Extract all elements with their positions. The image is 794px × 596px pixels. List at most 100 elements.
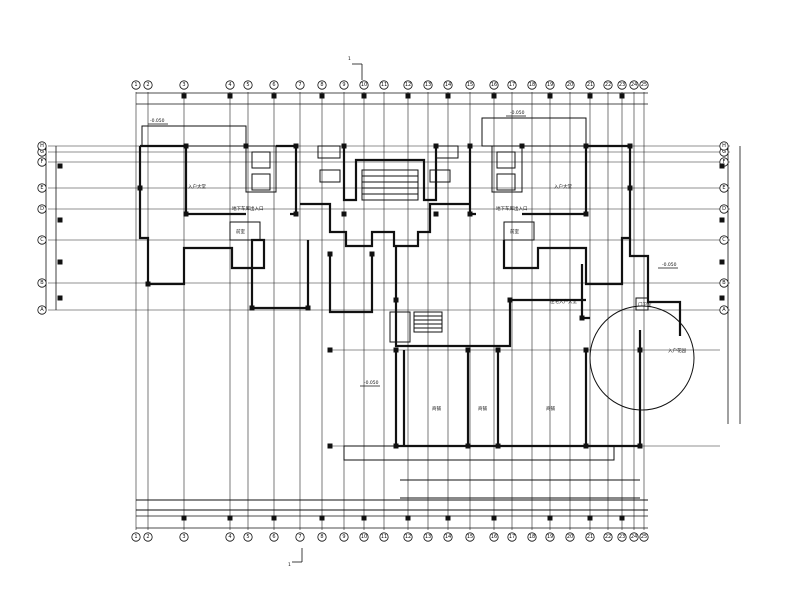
- room-label: 前室: [236, 228, 245, 235]
- column: [57, 295, 63, 301]
- level-mark: -0.050: [150, 118, 165, 124]
- column: [393, 443, 399, 449]
- axis-label: H: [40, 143, 44, 149]
- axis-label: 21: [587, 534, 593, 540]
- column: [319, 93, 325, 99]
- column: [637, 347, 643, 353]
- column: [137, 185, 143, 191]
- axis-label: 9: [342, 82, 345, 88]
- axis-label: 19: [547, 82, 553, 88]
- axis-bubble: 13: [423, 532, 433, 542]
- column: [271, 93, 277, 99]
- axis-bubble: 9: [339, 80, 349, 90]
- column: [495, 443, 501, 449]
- axis-bubble: 20: [565, 80, 575, 90]
- axis-bubble: 3: [179, 532, 189, 542]
- column: [491, 515, 497, 521]
- column: [547, 93, 553, 99]
- axis-bubble: 25: [639, 80, 649, 90]
- axis-label: B: [722, 280, 726, 286]
- column: [719, 217, 725, 223]
- room-label: 前室: [510, 228, 519, 235]
- axis-label: 5: [246, 534, 249, 540]
- axis-bubble: 3: [179, 80, 189, 90]
- axis-label: 13: [425, 82, 431, 88]
- axis-bubble: F: [37, 157, 47, 167]
- axis-bubble: 25: [639, 532, 649, 542]
- room-label: 商铺: [546, 405, 555, 412]
- room-label: 入户花园: [668, 347, 686, 354]
- level-mark: -0.050: [364, 380, 379, 386]
- axis-label: 2: [146, 534, 149, 540]
- axis-label: 1: [134, 82, 137, 88]
- axis-label: 11: [381, 82, 387, 88]
- axis-label: 10: [361, 82, 367, 88]
- axis-bubble: 17: [507, 80, 517, 90]
- axis-label: 7: [298, 82, 301, 88]
- axis-bubble: 22: [603, 532, 613, 542]
- axis-bubble: 14: [443, 532, 453, 542]
- level-marks: -0.050 -0.050 -0.050 -0.050: [148, 110, 678, 387]
- axis-bubble: B: [37, 278, 47, 288]
- structural-columns: [57, 93, 725, 521]
- column: [627, 185, 633, 191]
- axis-bubble: 15: [465, 532, 475, 542]
- axis-label: 23: [619, 534, 625, 540]
- column: [393, 347, 399, 353]
- axis-label: A: [722, 307, 726, 313]
- axis-bubble: 18: [527, 80, 537, 90]
- section-cut-top: 1: [348, 56, 363, 80]
- axis-label: E: [722, 185, 725, 191]
- column: [433, 211, 439, 217]
- column: [619, 93, 625, 99]
- axis-bubble: 7: [295, 80, 305, 90]
- axis-bubble: 21: [585, 80, 595, 90]
- axis-label: F: [41, 159, 44, 165]
- column: [445, 93, 451, 99]
- axis-bubble: 13: [423, 80, 433, 90]
- axis-label: 24: [631, 82, 637, 88]
- axis-label: C: [722, 237, 726, 243]
- axis-label: 2: [146, 82, 149, 88]
- column: [57, 259, 63, 265]
- column: [547, 515, 553, 521]
- column: [227, 93, 233, 99]
- axis-bubble: 24: [629, 80, 639, 90]
- axis-bubble: E: [37, 183, 47, 193]
- axis-label: E: [40, 185, 43, 191]
- column: [507, 297, 513, 303]
- axis-bubble: 2: [143, 80, 153, 90]
- column: [327, 443, 333, 449]
- level-mark: -0.050: [510, 110, 525, 116]
- axis-label: 12: [405, 82, 411, 88]
- column: [467, 143, 473, 149]
- axis-label: 22: [605, 534, 611, 540]
- room-label: 地下车库出入口: [232, 205, 264, 212]
- axis-label: 6: [272, 534, 275, 540]
- axis-bubble: C: [719, 235, 729, 245]
- column: [57, 163, 63, 169]
- column: [405, 93, 411, 99]
- axis-bubble: 8: [317, 80, 327, 90]
- section-cut-bottom: 1: [288, 548, 303, 568]
- column: [341, 211, 347, 217]
- axis-label: 18: [529, 82, 535, 88]
- column: [637, 443, 643, 449]
- axis-bubble: C: [37, 235, 47, 245]
- column: [293, 143, 299, 149]
- vertical-grid: [135, 92, 645, 530]
- section-marker-top: 1: [348, 56, 351, 62]
- axis-label: 5: [246, 82, 249, 88]
- axis-label: 7: [298, 534, 301, 540]
- axis-bubble: 22: [603, 80, 613, 90]
- axis-label: 25: [641, 534, 647, 540]
- axis-bubble: 7: [295, 532, 305, 542]
- axis-label: C: [40, 237, 44, 243]
- axis-label: 4: [228, 534, 231, 540]
- axis-label: 17: [509, 534, 515, 540]
- axis-label: 21: [587, 82, 593, 88]
- axis-bubble: 17: [507, 532, 517, 542]
- column: [327, 347, 333, 353]
- column: [465, 443, 471, 449]
